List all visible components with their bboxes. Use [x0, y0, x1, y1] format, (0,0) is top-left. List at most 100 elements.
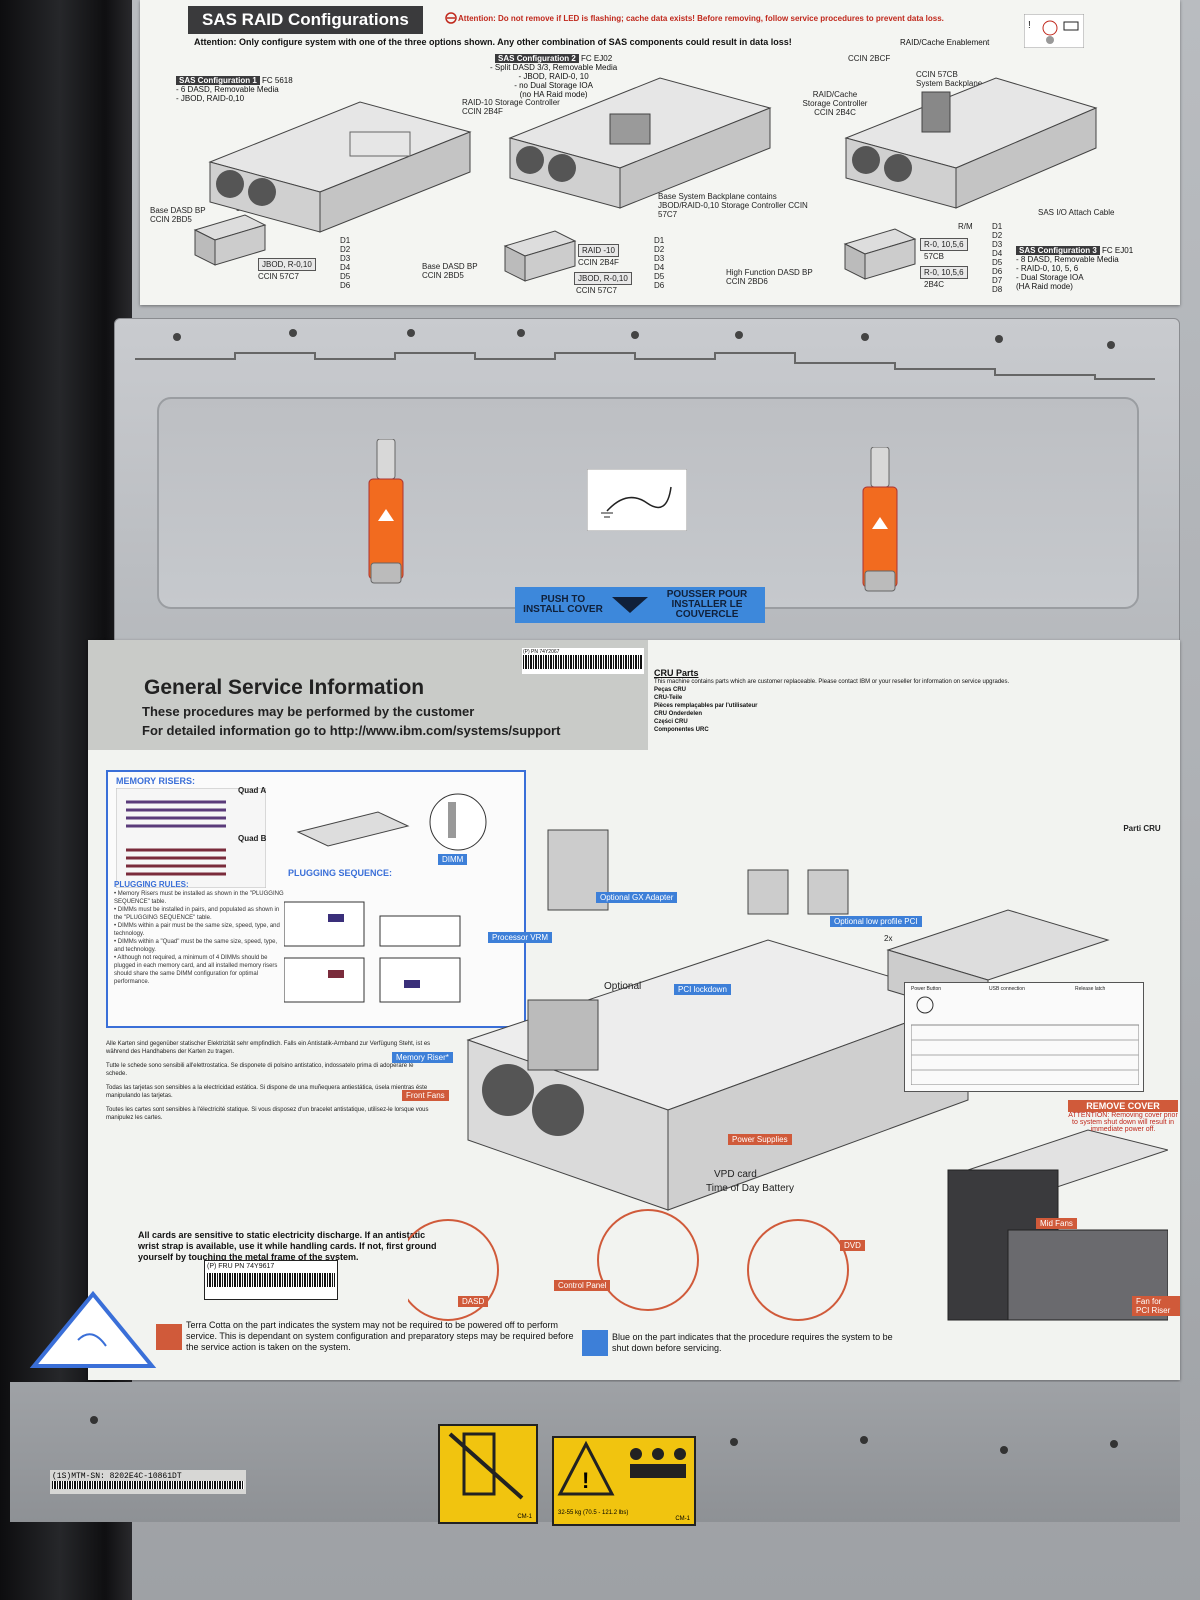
- raid10-controller: RAID-10 Storage Controller: [462, 98, 560, 107]
- optional-pci-tag: Optional low profile PCI: [830, 916, 922, 927]
- fru-barcode: [207, 1273, 335, 1287]
- screw: [730, 1438, 738, 1446]
- processor-vrm-tag: Processor VRM: [488, 932, 553, 943]
- dimm-tag: DIMM: [438, 854, 468, 865]
- base-dasd-bp-2-label: Base DASD BP CCIN 2BD5: [422, 262, 478, 280]
- sas-config-1: SAS Configuration 1 FC 5618 - 6 DASD, Re…: [176, 76, 293, 103]
- esd-de: Alle Karten sind gegenüber statischer El…: [106, 1041, 431, 1055]
- screw: [860, 1436, 868, 1444]
- dvd-tag: DVD: [840, 1240, 865, 1251]
- rule-2: • DIMMs must be installed in pairs, and …: [114, 907, 280, 921]
- screw: [1000, 1446, 1008, 1454]
- ccin-2bd6: CCIN 2BD6: [726, 277, 768, 286]
- push-fr: POUSSER POUR INSTALLER LE COUVERCLE: [666, 589, 748, 620]
- drive-c3: D3: [992, 240, 1003, 249]
- esd-es: Todas las tarjetas son sensibles a la el…: [106, 1085, 428, 1099]
- terra-cotta-legend: Terra Cotta on the part indicates the sy…: [186, 1320, 574, 1352]
- right-cover-latch[interactable]: [859, 447, 901, 597]
- top-cover: PUSH TO INSTALL COVER POUSSER POUR INSTA…: [114, 318, 1180, 646]
- config2-fc: FC EJ02: [581, 54, 613, 63]
- cm1-label-a: CM-1: [517, 1514, 532, 1520]
- vpd-card-label: VPD card: [714, 1169, 757, 1180]
- base-dasd-bp-label: Base DASD BP CCIN 2BD5: [150, 206, 206, 224]
- left-cover-latch[interactable]: [365, 439, 407, 589]
- heavy-lift-warning-icon: !: [557, 1440, 686, 1496]
- fru-pn: (P) FRU PN 74Y9617: [207, 1263, 275, 1270]
- cru-text: This machine contains parts which are cu…: [654, 679, 1010, 685]
- terra-cotta-swatch: [156, 1324, 182, 1350]
- config3-fc: FC EJ01: [1102, 246, 1134, 255]
- base-backplane-label-2: Base System Backplane contains JBOD/RAID…: [658, 192, 808, 219]
- system-service-diagram: [408, 829, 1168, 1321]
- esd-warning-triangle-icon: [29, 1290, 157, 1368]
- rule-3: • DIMMs within a pair must be the same s…: [114, 923, 280, 937]
- warning-icons: !: [1024, 14, 1084, 48]
- remove-cover-warning: REMOVE COVER ATTENTION: Removing cover p…: [1068, 1100, 1178, 1133]
- high-function-bp: High Function DASD BP: [726, 268, 813, 277]
- cru-teile: CRU-Teile: [654, 695, 683, 701]
- memory-riser-diagram: [116, 788, 266, 888]
- plugging-sequence-table: [284, 901, 461, 1003]
- triangle-down-icon: [612, 597, 648, 613]
- config2-line-4: (no HA Raid mode): [519, 90, 588, 99]
- ccin-2bd5: CCIN 2BD5: [150, 215, 192, 224]
- blue-swatch: [582, 1330, 608, 1356]
- drive-c6: D6: [992, 267, 1003, 276]
- optional-gx-adapter-tag: Optional GX Adapter: [596, 892, 678, 903]
- gsi-title: General Service Information: [144, 676, 425, 699]
- drive-list-a: D1 D2 D3 D4 D5 D6: [340, 236, 350, 290]
- drive-c1: D1: [992, 222, 1003, 231]
- raid-cache-controller: RAID/Cache Storage Controller: [802, 90, 868, 108]
- config1-fc: FC 5618: [262, 76, 293, 85]
- drive-a5: D5: [340, 272, 351, 281]
- config2-line-1: - Split DASD 3/3, Removable Media: [490, 63, 618, 72]
- cru-componentes: Componentes URC: [654, 727, 709, 733]
- config1-line-1: - 6 DASD, Removable Media: [176, 85, 279, 94]
- tod-battery-label: Time of Day Battery: [706, 1183, 794, 1194]
- drive-b3: D3: [654, 254, 665, 263]
- drive-b1: D1: [654, 236, 665, 245]
- drive-c7: D7: [992, 276, 1003, 285]
- r056-b-box: R-0, 10,5,6: [920, 266, 968, 279]
- config2-line-2: - JBOD, RAID-0, 10: [518, 72, 589, 81]
- cover-notch-edge: [135, 329, 1155, 380]
- cru-title: CRU Parts: [654, 668, 699, 678]
- sas-config-2: SAS Configuration 2 FC EJ02 - Split DASD…: [490, 54, 617, 99]
- jbod-r010-box: JBOD, R-0,10: [258, 258, 316, 271]
- config2-tag: SAS Configuration 2: [495, 54, 579, 63]
- cru-parts: CRU Parts This machine contains parts wh…: [654, 668, 1180, 808]
- sas-attention: Attention: Only configure system with on…: [194, 37, 792, 47]
- config1-line-2: - JBOD, RAID-0,10: [176, 94, 245, 103]
- serial-barcode: [52, 1481, 244, 1489]
- screw: [1110, 1440, 1118, 1448]
- led-table: [911, 996, 1139, 1085]
- part-number-barcode: (P) PN 74Y2067: [522, 648, 644, 674]
- ccin-57c7-b: CCIN 57C7: [576, 286, 617, 295]
- memory-risers-box: MEMORY RISERS: Quad A Quad B DIMM PLUGGI…: [106, 770, 526, 1028]
- ccin-57cb-s: 57CB: [924, 252, 945, 261]
- config3-line-1: - 8 DASD, Removable Media: [1016, 255, 1119, 264]
- plugging-sequence-title: PLUGGING SEQUENCE:: [288, 868, 393, 878]
- drive-a3: D3: [340, 254, 351, 263]
- svg-text:!: !: [1028, 20, 1031, 31]
- dasd-backplane-drawing-3: [843, 228, 917, 280]
- drive-c5: D5: [992, 258, 1003, 267]
- esd-fr: Toutes les cartes sont sensibles à l'éle…: [106, 1107, 429, 1121]
- drive-a6: D6: [340, 281, 351, 290]
- sas-config-3: SAS Configuration 3 FC EJ01 - 8 DASD, Re…: [1016, 246, 1133, 291]
- rm-label: R/M: [958, 222, 973, 231]
- fru-pn-label: (P) FRU PN 74Y9617: [204, 1260, 338, 1300]
- cru-pecas: Peças CRU: [654, 687, 687, 693]
- rule-4: • DIMMs within a "Quad" must be the same…: [114, 939, 278, 953]
- raid-cache-enablement: RAID/Cache Enablement: [900, 38, 990, 47]
- no-stacking-label: CM-1: [438, 1424, 538, 1524]
- blue-legend: Blue on the part indicates that the proc…: [612, 1332, 893, 1353]
- drive-a4: D4: [340, 263, 351, 272]
- fan-pci-riser-tag: Fan for PCI Riser: [1132, 1296, 1180, 1316]
- screw: [90, 1416, 98, 1424]
- pci-lockdown-tag: PCI lockdown: [674, 984, 731, 995]
- drive-c2: D2: [992, 231, 1003, 240]
- optional-tag: Optional: [604, 981, 642, 992]
- system-backplane: System Backplane: [916, 79, 983, 88]
